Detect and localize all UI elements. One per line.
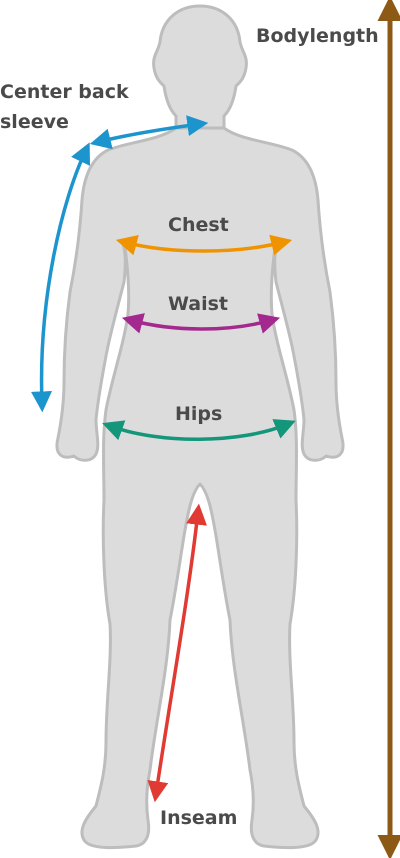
sleeve-arrow — [89, 115, 209, 150]
bodylength-label: Bodylength — [256, 25, 379, 47]
waist-label: Waist — [168, 293, 228, 315]
torso-shape — [55, 126, 345, 850]
inseam-label: Inseam — [160, 807, 237, 829]
chest-arrow — [115, 234, 293, 256]
head-shape — [152, 4, 248, 134]
hips-label: Hips — [175, 403, 222, 425]
center-back-sleeve-label-line2: sleeve — [0, 111, 69, 133]
hips-arrow — [102, 419, 296, 441]
chest-label: Chest — [168, 214, 229, 236]
waist-arrow — [121, 313, 281, 334]
center-back-sleeve-label-line1: Center back — [0, 81, 129, 103]
sleeve-arm-arrow — [31, 142, 91, 413]
body-silhouette — [55, 4, 345, 850]
inseam-arrow — [147, 503, 208, 803]
